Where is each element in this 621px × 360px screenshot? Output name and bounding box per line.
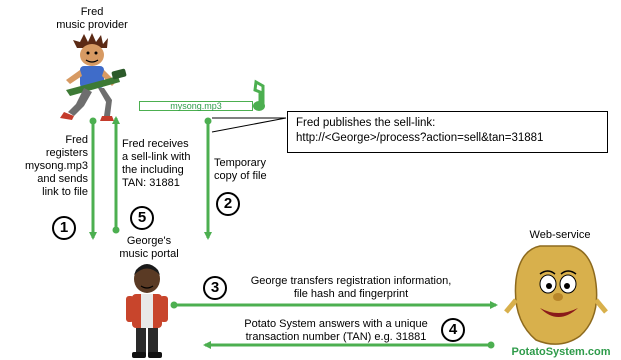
step1-line: link to file xyxy=(42,186,88,198)
file-tag: mysong.mp3 xyxy=(139,101,253,111)
step5-label: Fred receives a sell-link with the inclu… xyxy=(122,138,212,190)
george-label-line2: music portal xyxy=(119,248,179,260)
step4-line: Potato System answers with a unique xyxy=(244,318,428,330)
callout-line1: Fred publishes the sell-link: xyxy=(296,117,436,129)
callout-line2: http://<George>/process?action=sell&tan=… xyxy=(296,132,544,144)
fred-illustration xyxy=(60,33,127,121)
step1-label: Fred registers mysong.mp3 and sends link… xyxy=(8,134,88,199)
step1-line: mysong.mp3 xyxy=(25,160,88,172)
step3-line: file hash and fingerprint xyxy=(293,288,409,300)
step2-badge: 2 xyxy=(216,192,240,216)
fred-title-line1: Fred xyxy=(80,6,104,18)
step5-badge: 5 xyxy=(130,206,154,230)
step5-line: the including xyxy=(122,164,184,176)
step3-line: George transfers registration informatio… xyxy=(250,275,452,287)
step4-line: transaction number (TAN) e.g. 31881 xyxy=(245,331,427,343)
step3-badge: 3 xyxy=(203,276,227,300)
step4-label: Potato System answers with a unique tran… xyxy=(226,318,446,344)
callout-connector xyxy=(211,117,287,133)
fred-title-line2: music provider xyxy=(56,19,128,31)
step4-badge: 4 xyxy=(441,318,465,342)
step1-line: Fred xyxy=(65,134,88,146)
george-illustration xyxy=(126,264,168,358)
step2-line: Temporary xyxy=(214,157,266,169)
george-label-line1: George's xyxy=(126,235,172,247)
step2-line: copy of file xyxy=(214,170,267,182)
step1-line: registers xyxy=(45,147,88,159)
fred-title: Fred music provider xyxy=(40,6,144,32)
step2-label: Temporary copy of file xyxy=(214,157,294,183)
sell-link-callout: Fred publishes the sell-link: http://<Ge… xyxy=(287,111,608,153)
step5-line: a sell-link with xyxy=(122,151,191,163)
step1-badge: 1 xyxy=(52,216,76,240)
webservice-label: Web-service xyxy=(529,229,591,241)
step5-line: Fred receives xyxy=(122,138,189,150)
potato-system-brand: PotatoSystem.com xyxy=(511,346,611,358)
potato-illustration xyxy=(504,245,608,345)
george-label: George's music portal xyxy=(104,235,194,261)
music-note-icon xyxy=(253,79,265,111)
step1-line: and sends xyxy=(37,173,88,185)
step3-label: George transfers registration informatio… xyxy=(226,275,476,301)
step5-line: TAN: 31881 xyxy=(122,177,180,189)
